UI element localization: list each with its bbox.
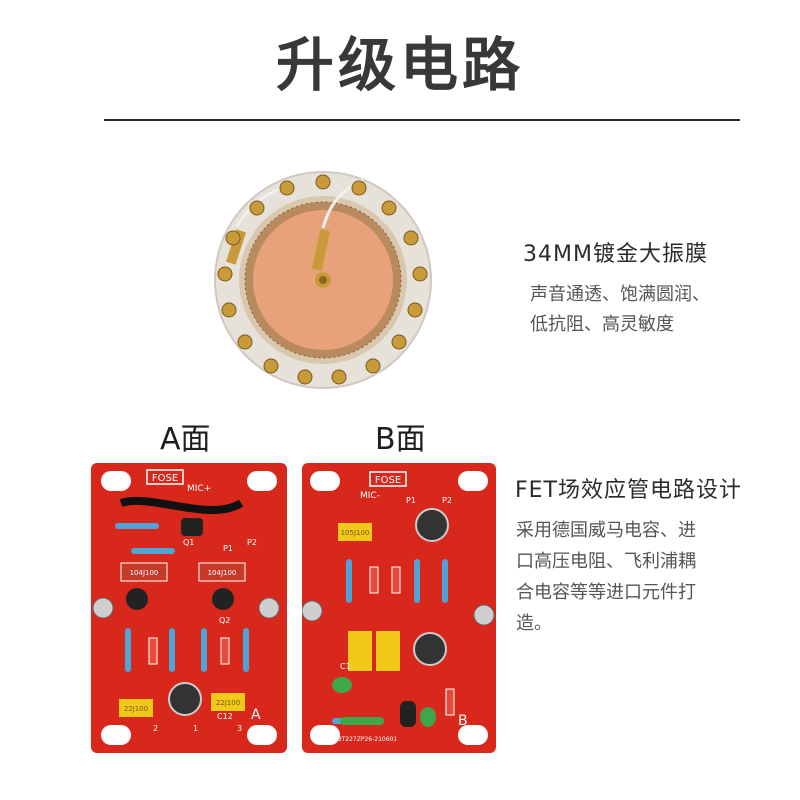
fet-feature-desc-2: 口高压电阻、飞利浦耦 <box>516 551 696 572</box>
board-a-side-label: A面 <box>160 422 211 457</box>
board-a-illustration: FOSE MIC+ Q1 P1 P2 104J100 104J100 Q2 22… <box>91 463 287 753</box>
diaphragm-feature-title: 34MM镀金大振膜 <box>523 242 708 267</box>
fet-feature-desc-1: 采用德国威马电容、进 <box>516 520 696 541</box>
board-a-q2: Q2 <box>219 616 230 625</box>
board-a-cap2: 104J100 <box>208 569 237 577</box>
board-a-cap1: 104J100 <box>130 569 159 577</box>
fet-feature-desc-3: 合电容等等进口元件打 <box>516 582 696 603</box>
board-a-cap3: 22J100 <box>124 705 148 713</box>
board-a-pin2: 2 <box>153 724 158 733</box>
board-a-brand: FOSE <box>152 473 178 484</box>
board-a-photo: FOSE MIC+ Q1 P1 P2 104J100 104J100 Q2 22… <box>91 463 287 757</box>
page-title: 升级电路 <box>275 31 524 99</box>
diaphragm-feature-desc-1: 声音通透、饱满圆润、 <box>530 284 710 305</box>
board-b-cap1: 105J100 <box>341 529 370 537</box>
board-b-serial: 43T227ZP26-210601 <box>334 736 397 743</box>
board-b-corner-label: B <box>458 713 468 729</box>
capsule-illustration <box>214 171 432 389</box>
board-b-photo: FOSE MIC- P1 P2 105J100 C1 B 43T227ZP26-… <box>301 463 496 757</box>
board-b-mic-label: MIC- <box>360 491 380 501</box>
title-divider <box>104 119 740 121</box>
board-a-pin3: 3 <box>237 724 242 733</box>
board-a-mic-label: MIC+ <box>187 484 211 494</box>
board-a-q1: Q1 <box>183 538 194 547</box>
diaphragm-feature-desc-2: 低抗阻、高灵敏度 <box>530 314 674 335</box>
board-b-p1: P1 <box>406 496 416 505</box>
board-a-p2: P2 <box>247 538 257 547</box>
board-b-illustration: FOSE MIC- P1 P2 105J100 C1 B 43T227ZP26-… <box>301 463 496 753</box>
board-a-cap4: 22J100 <box>216 699 240 707</box>
board-a-pin1: 1 <box>193 724 198 733</box>
board-a-corner-label: A <box>251 707 261 723</box>
board-b-side-label: B面 <box>375 422 426 457</box>
board-b-brand: FOSE <box>375 475 401 486</box>
capsule-photo <box>213 170 433 390</box>
board-a-c12: C12 <box>217 712 233 721</box>
board-b-c1: C1 <box>340 662 351 671</box>
fet-feature-title: FET场效应管电路设计 <box>515 478 742 503</box>
board-a-p1: P1 <box>223 544 233 553</box>
board-b-p2: P2 <box>442 496 452 505</box>
fet-feature-desc-4: 造。 <box>516 613 552 634</box>
